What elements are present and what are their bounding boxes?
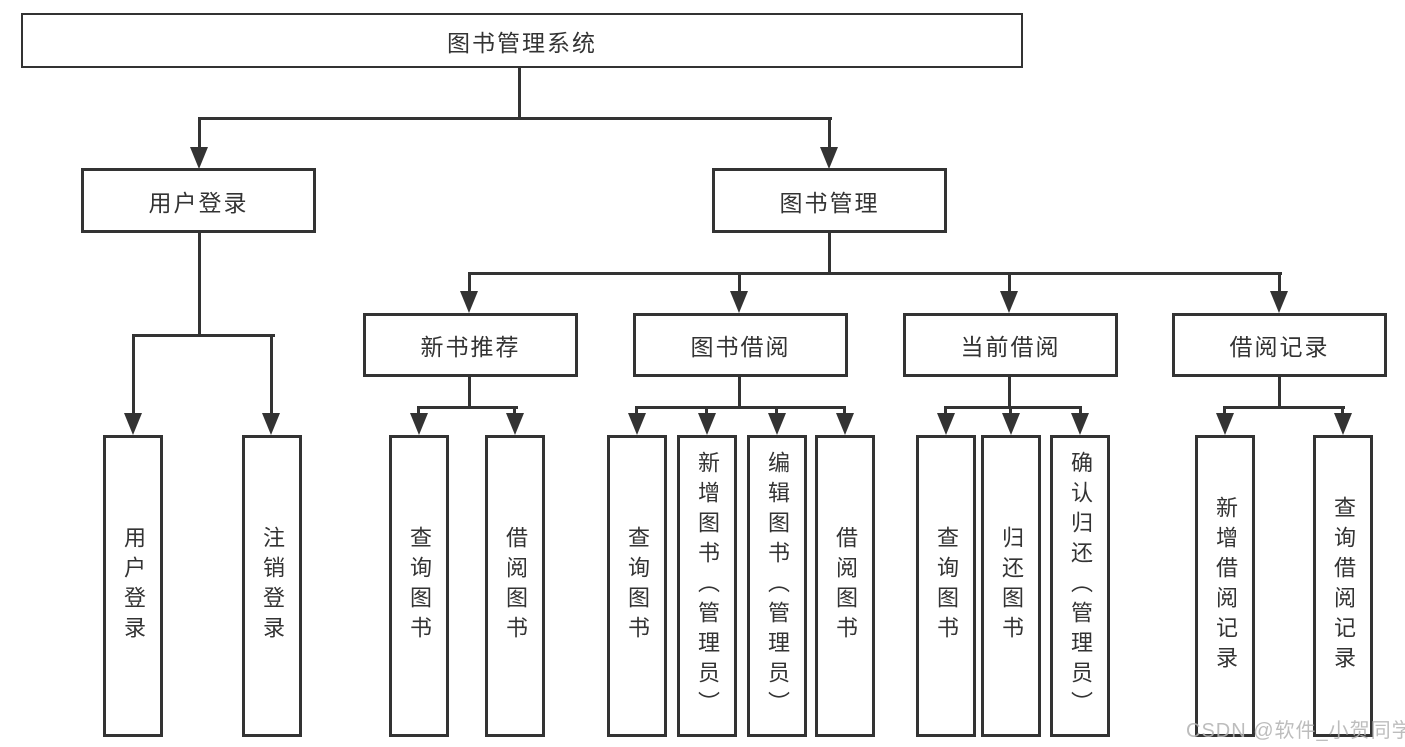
node-book-borrow-label: 图书借阅 <box>690 334 791 360</box>
connector-leaf-login-stem <box>132 334 135 416</box>
connector-stem-return <box>1009 406 1012 418</box>
leaf-edit-book-admin-label: 编辑图书（管理员） <box>765 451 790 721</box>
node-library-system: 图书管理系统 <box>21 13 1023 68</box>
arrowhead-records <box>1270 291 1288 313</box>
leaf-add-borrow-record: 新增借阅记录 <box>1195 435 1255 737</box>
connector-root-bar <box>198 117 832 120</box>
node-book-management: 图书管理 <box>712 168 947 233</box>
arrowhead-leaf-query2 <box>628 413 646 435</box>
node-library-system-label: 图书管理系统 <box>447 29 597 56</box>
leaf-add-borrow-record-label: 新增借阅记录 <box>1213 496 1238 676</box>
arrowhead-recommend <box>460 291 478 313</box>
connector-stem-qrec <box>1341 406 1344 418</box>
connector-leaf-logout-stem <box>270 334 273 416</box>
connector-borrow-down <box>738 377 741 409</box>
arrowhead-leaf-logout <box>262 413 280 435</box>
node-new-book-recommend-label: 新书推荐 <box>420 334 521 360</box>
connector-mgmt-down <box>828 233 831 275</box>
connector-login-bar <box>132 334 275 337</box>
leaf-return-book: 归还图书 <box>981 435 1041 737</box>
node-book-management-label: 图书管理 <box>779 189 880 216</box>
leaf-query-books-recommend: 查询图书 <box>389 435 449 737</box>
arrowhead-leaf-edit-book <box>768 413 786 435</box>
connector-root-stem <box>518 67 521 119</box>
connector-borrow-bar <box>635 406 846 409</box>
node-current-borrow: 当前借阅 <box>903 313 1118 377</box>
leaf-confirm-return-admin: 确认归还（管理员） <box>1050 435 1110 737</box>
arrowhead-leaf-return <box>1002 413 1020 435</box>
node-new-book-recommend: 新书推荐 <box>363 313 578 377</box>
leaf-query-books-borrow-label: 查询图书 <box>625 526 650 646</box>
leaf-query-borrow-record: 查询借阅记录 <box>1313 435 1373 737</box>
leaf-add-book-admin-label: 新增图书（管理员） <box>695 451 720 721</box>
connector-book-mgmt-stem <box>828 117 831 151</box>
connector-borrow-stem <box>738 272 741 294</box>
connector-stem-add <box>705 406 708 418</box>
connector-stem-edit <box>775 406 778 418</box>
arrowhead-leaf-add-record <box>1216 413 1234 435</box>
connector-current-stem <box>1008 272 1011 294</box>
connector-stem-b1 <box>513 406 516 418</box>
connector-stem-q1 <box>417 406 420 418</box>
arrowhead-leaf-login <box>124 413 142 435</box>
leaf-edit-book-admin: 编辑图书（管理员） <box>747 435 807 737</box>
node-current-borrow-label: 当前借阅 <box>960 334 1061 360</box>
leaf-logout-label: 注销登录 <box>260 526 285 646</box>
leaf-query-books-recommend-label: 查询图书 <box>407 526 432 646</box>
leaf-query-books-current-label: 查询图书 <box>934 526 959 646</box>
leaf-query-books-current: 查询图书 <box>916 435 976 737</box>
leaf-query-borrow-record-label: 查询借阅记录 <box>1331 496 1356 676</box>
node-book-borrow: 图书借阅 <box>633 313 848 377</box>
node-borrow-records: 借阅记录 <box>1172 313 1387 377</box>
connector-stem-q2 <box>635 406 638 418</box>
connector-recommend-bar <box>417 406 518 409</box>
node-borrow-records-label: 借阅记录 <box>1229 334 1330 360</box>
connector-stem-confirm <box>1079 406 1082 418</box>
arrowhead-current <box>1000 291 1018 313</box>
connector-records-down <box>1278 377 1281 409</box>
arrowhead-book-mgmt <box>820 147 838 169</box>
leaf-borrow-books-recommend: 借阅图书 <box>485 435 545 737</box>
connector-stem-addrec <box>1223 406 1226 418</box>
connector-mgmt-bar <box>468 272 1282 275</box>
arrowhead-leaf-borrow2 <box>836 413 854 435</box>
leaf-borrow-books-borrow-label: 借阅图书 <box>833 526 858 646</box>
connector-records-stem <box>1278 272 1281 294</box>
connector-stem-q3 <box>944 406 947 418</box>
connector-stem-b2 <box>843 406 846 418</box>
arrowhead-leaf-confirm <box>1071 413 1089 435</box>
connector-current-bar <box>944 406 1082 409</box>
arrowhead-leaf-query-record <box>1334 413 1352 435</box>
connector-current-down <box>1008 377 1011 409</box>
node-user-login: 用户登录 <box>81 168 316 233</box>
connector-recommend-down <box>468 377 471 409</box>
arrowhead-borrow <box>730 291 748 313</box>
arrowhead-leaf-query1 <box>410 413 428 435</box>
leaf-borrow-books-recommend-label: 借阅图书 <box>503 526 528 646</box>
node-user-login-label: 用户登录 <box>148 189 249 216</box>
watermark: CSDN @软件_小贺同学 <box>1186 720 1405 742</box>
connector-user-login-stem <box>198 117 201 151</box>
leaf-add-book-admin: 新增图书（管理员） <box>677 435 737 737</box>
connector-records-bar <box>1223 406 1345 409</box>
leaf-return-book-label: 归还图书 <box>999 526 1024 646</box>
leaf-confirm-return-admin-label: 确认归还（管理员） <box>1068 451 1093 721</box>
leaf-user-login: 用户登录 <box>103 435 163 737</box>
connector-login-down <box>198 233 201 337</box>
arrowhead-leaf-add-book <box>698 413 716 435</box>
arrowhead-user-login <box>190 147 208 169</box>
leaf-logout: 注销登录 <box>242 435 302 737</box>
leaf-borrow-books-borrow: 借阅图书 <box>815 435 875 737</box>
arrowhead-leaf-borrow1 <box>506 413 524 435</box>
leaf-query-books-borrow: 查询图书 <box>607 435 667 737</box>
arrowhead-leaf-query3 <box>937 413 955 435</box>
leaf-user-login-label: 用户登录 <box>121 526 146 646</box>
connector-recommend-stem <box>468 272 471 294</box>
